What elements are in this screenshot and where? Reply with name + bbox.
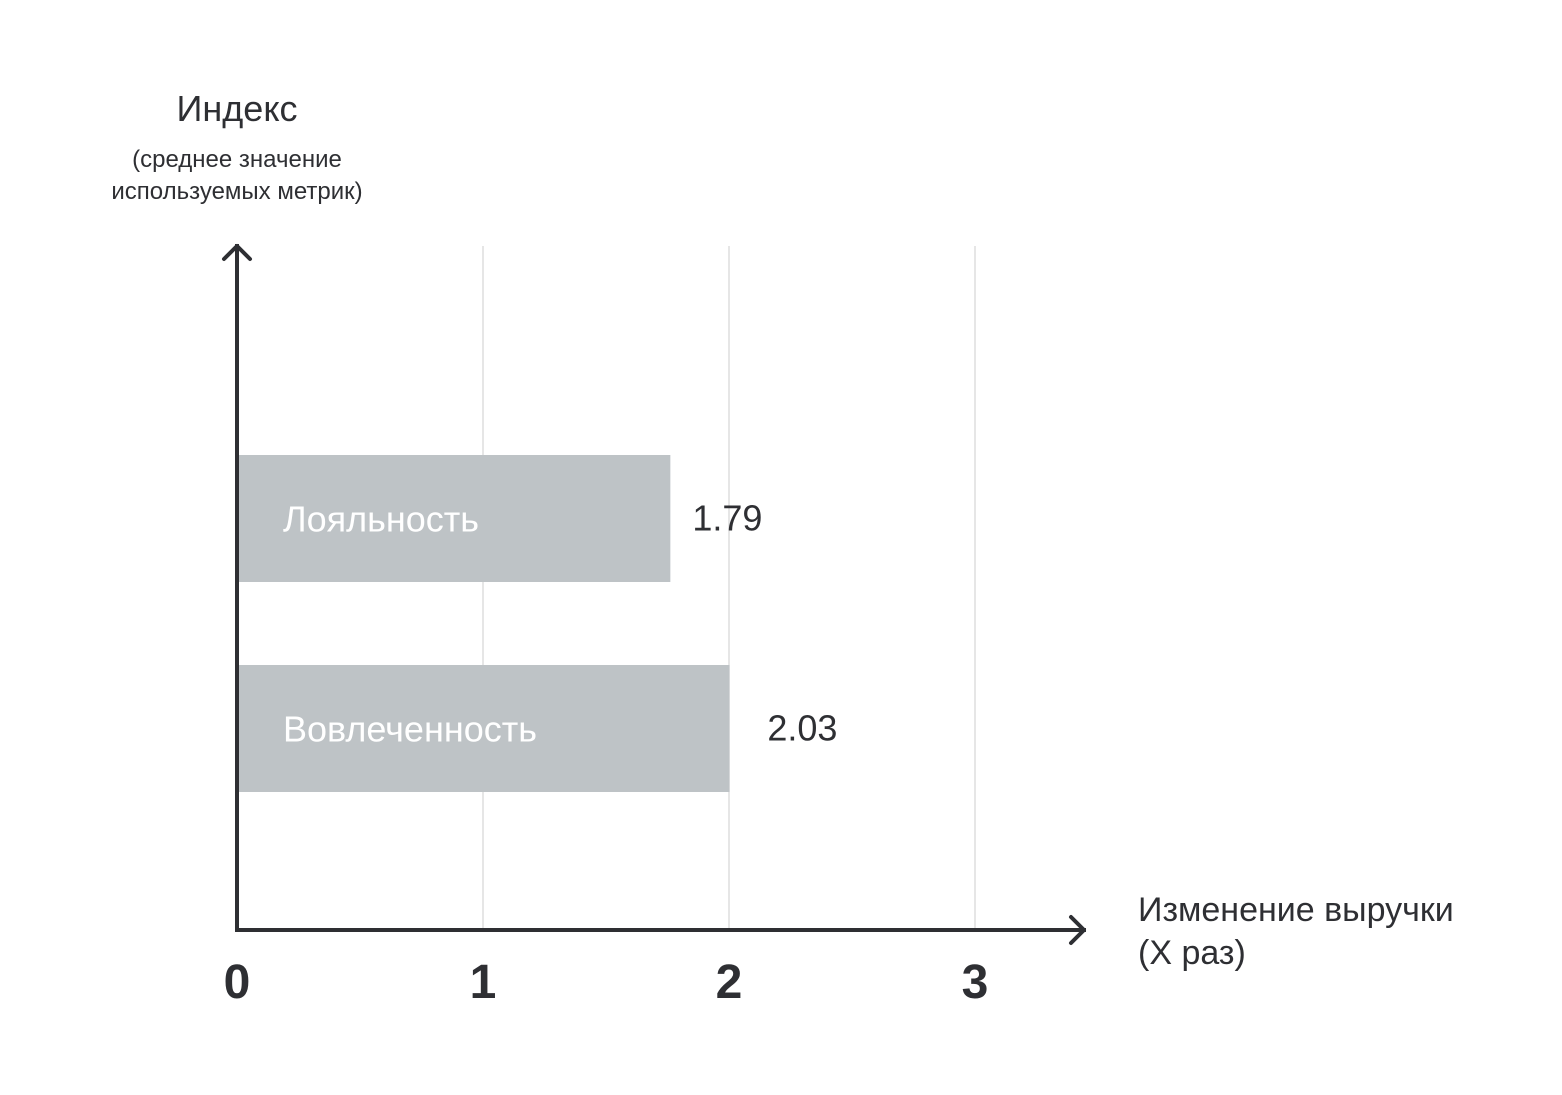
x-tick-label-2: 2 bbox=[716, 956, 743, 1009]
x-tick-label-1: 1 bbox=[470, 956, 497, 1009]
bar-category-label-1: Лояльность bbox=[283, 499, 479, 540]
bar-2 bbox=[239, 665, 730, 792]
y-axis-subtitle-line-1: (среднее значение bbox=[132, 146, 342, 173]
x-tick-label-0: 0 bbox=[224, 956, 251, 1009]
y-axis-title: Индекс bbox=[177, 88, 298, 129]
bar-value-label-1: 1.79 bbox=[692, 498, 762, 539]
y-axis-subtitle-line-2: используемых метрик) bbox=[111, 178, 362, 205]
bar-1 bbox=[239, 455, 671, 582]
bar-category-label-2: Вовлеченность bbox=[283, 709, 537, 750]
x-axis-title-line-2: (X раз) bbox=[1138, 934, 1246, 972]
gridlines bbox=[482, 246, 976, 930]
x-axis-title-line-1: Изменение выручки bbox=[1138, 891, 1454, 929]
x-axis-arrow-icon bbox=[1069, 915, 1086, 945]
y-axis-arrow-icon bbox=[222, 244, 252, 261]
x-tick-labels: 0 1 2 3 bbox=[224, 956, 989, 1009]
x-tick-label-3: 3 bbox=[962, 956, 989, 1009]
bar-value-label-2: 2.03 bbox=[767, 708, 837, 749]
